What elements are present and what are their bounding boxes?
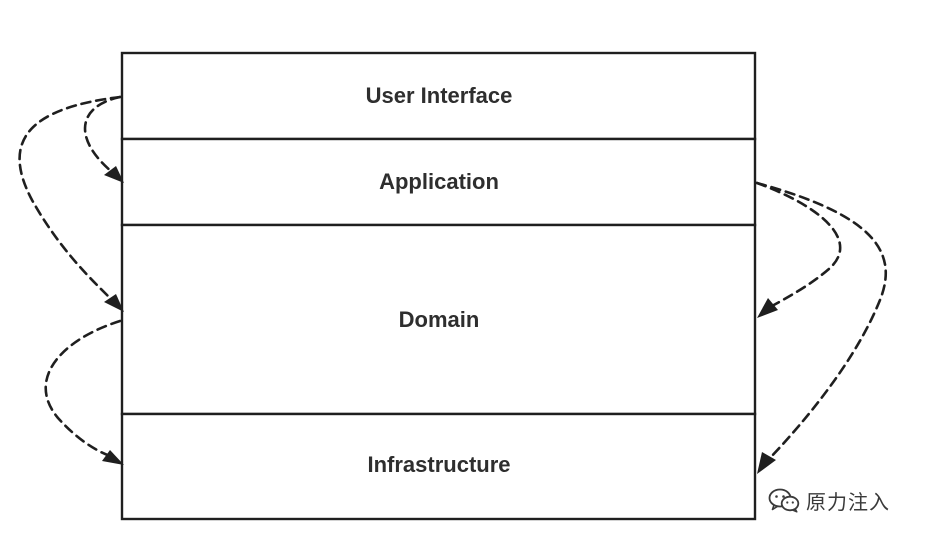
layer-stack xyxy=(120,51,757,521)
watermark-text: 原力注入 xyxy=(806,489,890,514)
arrow-ui-to-domain xyxy=(18,95,122,300)
arrow-application-to-infrastructure xyxy=(755,181,888,460)
arrow-application-to-domain xyxy=(755,181,842,308)
arrow-ui-to-application xyxy=(83,95,122,174)
right-dependency-arrows xyxy=(755,181,888,474)
arrowhead-application-to-domain xyxy=(757,298,778,318)
layer-infrastructure xyxy=(120,412,757,521)
layer-label-user-interface: User Interface xyxy=(366,83,513,108)
arrow-domain-to-infrastructure xyxy=(44,319,122,458)
arrowhead-ui-to-domain xyxy=(104,294,124,312)
layer-label-domain: Domain xyxy=(399,307,480,332)
arrowhead-application-to-infrastructure xyxy=(757,452,776,474)
wechat-icon xyxy=(768,488,800,513)
arrowhead-domain-to-infrastructure xyxy=(102,450,124,465)
layer-label-application: Application xyxy=(379,169,499,194)
layer-application xyxy=(120,137,757,227)
layer-user-interface xyxy=(120,51,757,141)
watermark: 原力注入 xyxy=(768,484,890,516)
left-dependency-arrows xyxy=(18,95,124,465)
layer-label-infrastructure: Infrastructure xyxy=(367,452,510,477)
layer-domain xyxy=(120,223,757,416)
arrowhead-ui-to-application xyxy=(104,166,124,183)
